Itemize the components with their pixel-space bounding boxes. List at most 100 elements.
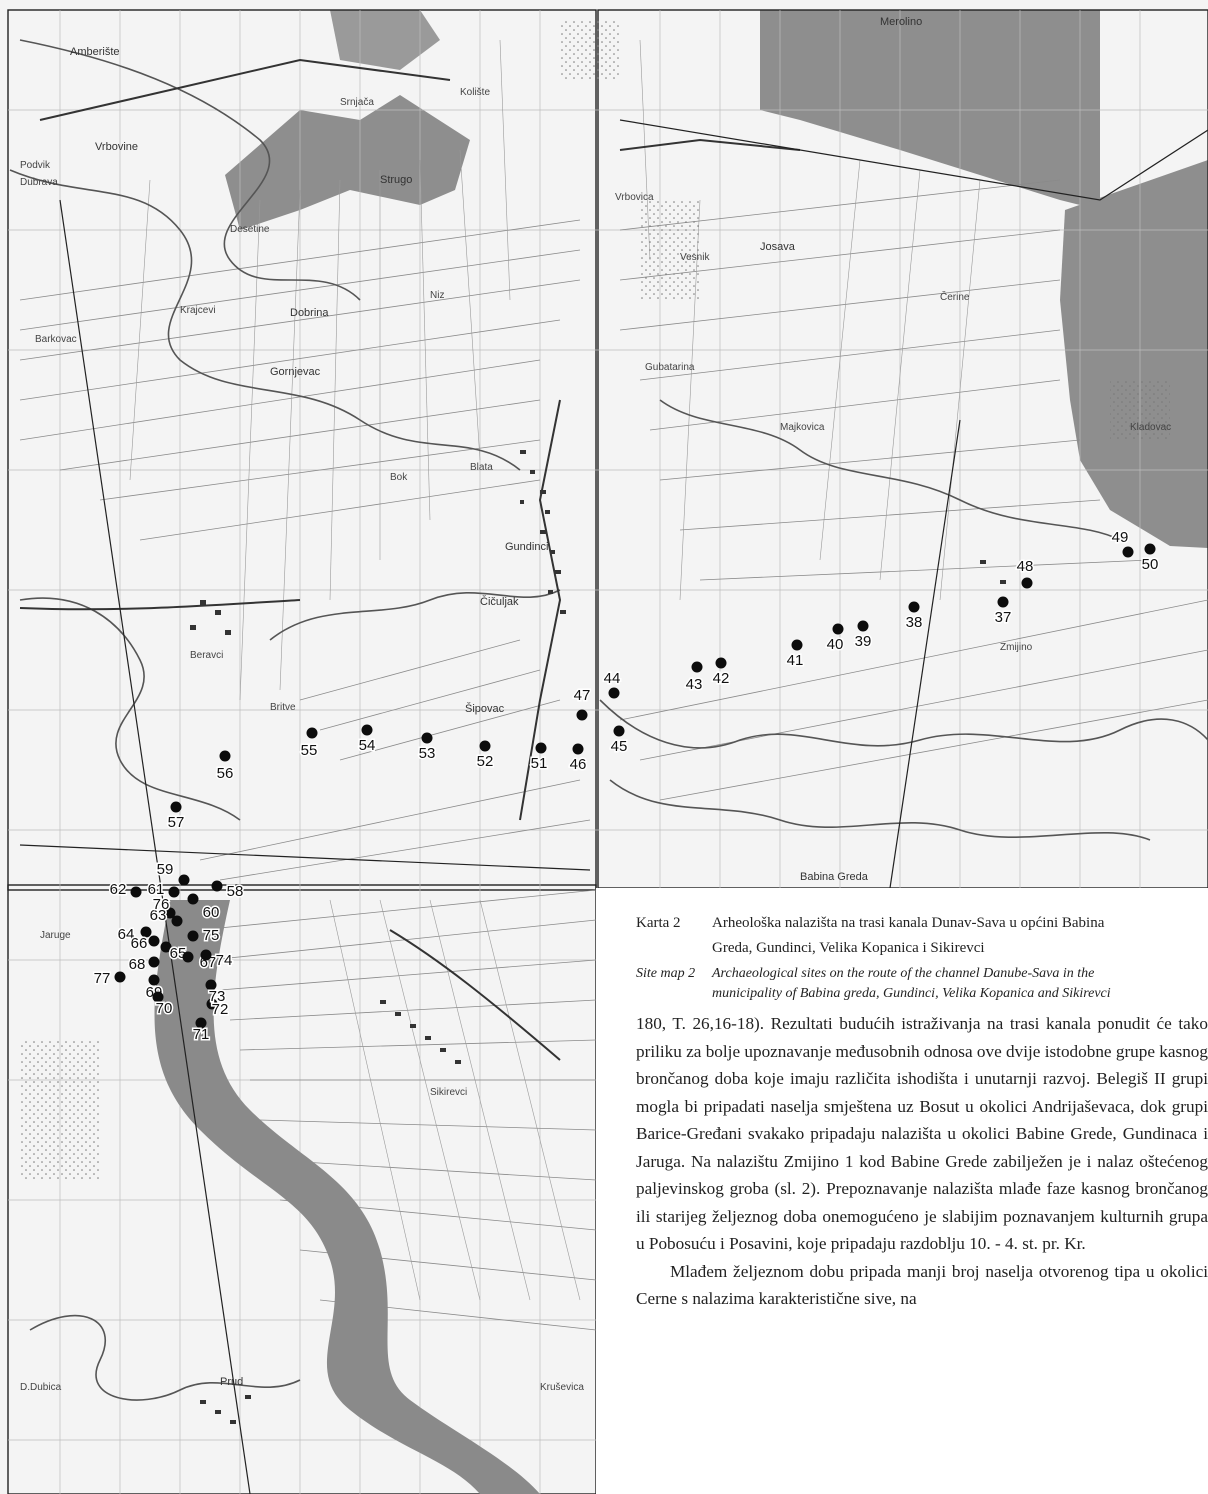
site-40-marker [832, 623, 844, 635]
caption-en-number: Site map 2 [636, 966, 696, 981]
place-label: Gubatarina [645, 362, 695, 373]
site-64-marker [140, 926, 152, 938]
site-47-label: 47 [574, 687, 591, 704]
site-75-label: 75 [203, 927, 220, 944]
caption-en-line1: Archaeological sites on the route of the… [712, 966, 1095, 981]
place-label: Dubrava [20, 177, 58, 188]
site-38-label: 38 [906, 614, 923, 631]
site-44-marker [608, 687, 620, 699]
site-64-label: 64 [118, 926, 135, 943]
site-58-label: 58 [227, 883, 244, 900]
site-48-marker [1021, 577, 1033, 589]
site-40-label: 40 [827, 636, 844, 653]
site-41-marker [791, 639, 803, 651]
site-68-marker [148, 956, 160, 968]
site-50-marker [1144, 543, 1156, 555]
place-label: Gornjevac [270, 366, 321, 378]
place-label: Desetine [230, 224, 270, 235]
site-56-label: 56 [217, 765, 234, 782]
caption-en-line2: municipality of Babina greda, Gundinci, … [712, 986, 1111, 1001]
paragraph-2: Mlađem željeznom dobu pripada manji broj… [636, 1261, 1208, 1309]
site-48-label: 48 [1017, 558, 1034, 575]
site-44-label: 44 [604, 670, 621, 687]
site-61-marker [168, 886, 180, 898]
caption-hr-line1: Arheološka nalazišta na trasi kanala Dun… [712, 915, 1105, 931]
site-52-label: 52 [477, 753, 494, 770]
place-label: Zmijino [1000, 642, 1033, 653]
place-label: Vrbovica [615, 192, 654, 203]
site-62-marker [130, 886, 142, 898]
site-68-label: 68 [129, 956, 146, 973]
site-46-label: 46 [570, 756, 587, 773]
site-38-marker [908, 601, 920, 613]
site-66-marker [148, 935, 160, 947]
marsh-areas [20, 20, 1170, 1180]
map-grid [8, 10, 1208, 1494]
place-label: Vrbovine [95, 141, 138, 153]
site-74-label: 74 [216, 952, 233, 969]
site-37-label: 37 [995, 609, 1012, 626]
place-label: Barkovac [35, 334, 77, 345]
site-53-label: 53 [419, 745, 436, 762]
place-label: Majkovica [780, 422, 825, 433]
site-59-marker [178, 874, 190, 886]
place-label: Kruševica [540, 1382, 584, 1393]
caption-panel [596, 888, 1208, 1494]
railways [19, 119, 1208, 1494]
place-label: Babina Greda [800, 871, 869, 883]
site-50-label: 50 [1142, 556, 1159, 573]
body-text: 180, T. 26,16-18). Rezultati budućih ist… [636, 1010, 1208, 1494]
site-60-marker [187, 893, 199, 905]
paragraph-1: 180, T. 26,16-18). Rezultati budućih ist… [636, 1014, 1208, 1253]
roads [19, 58, 801, 1061]
site-72-label: 72 [212, 1001, 229, 1018]
place-label: Britve [270, 702, 296, 713]
site-55-marker [306, 727, 318, 739]
place-label: Amberište [70, 46, 120, 58]
site-45-label: 45 [611, 738, 628, 755]
site-54-label: 54 [359, 737, 376, 754]
place-label: Gundinci [505, 541, 548, 553]
forest-area-northwest [330, 10, 440, 70]
site-72-marker [206, 998, 218, 1010]
streams [9, 39, 1208, 1401]
site-62-label: 62 [110, 881, 127, 898]
place-label: Strugo [380, 174, 412, 186]
caption-hr-line2: Greda, Gundinci, Velika Kopanica i Sikir… [712, 940, 985, 956]
site-51-marker [535, 742, 547, 754]
place-label: Prud [220, 1376, 243, 1388]
caption-hr-number: Karta 2 [636, 915, 681, 931]
site-63-label: 63 [150, 907, 167, 924]
site-42-marker [715, 657, 727, 669]
place-label: Dobrina [290, 307, 329, 319]
site-73-marker [205, 979, 217, 991]
place-label: Kolište [460, 87, 490, 98]
site-46-marker [572, 743, 584, 755]
site-69-marker [148, 974, 160, 986]
site-76-label: 76 [153, 896, 170, 913]
site-53-marker [421, 732, 433, 744]
site-75-marker [187, 930, 199, 942]
place-label: Srnjača [340, 97, 374, 108]
place-label: D.Dubica [20, 1382, 62, 1393]
site-55-label: 55 [301, 742, 318, 759]
site-markers: 3738394041424344454647484950515253545556… [92, 528, 1160, 1045]
site-66-label: 66 [131, 935, 148, 952]
site-60-label: 60 [203, 904, 220, 921]
site-70-label: 70 [156, 1000, 173, 1017]
site-61-label: 61 [148, 881, 165, 898]
place-label: Beravci [190, 650, 223, 661]
site-67-marker [182, 951, 194, 963]
site-58-marker [211, 880, 223, 892]
site-71-marker [195, 1017, 207, 1029]
site-73-label: 73 [209, 988, 226, 1005]
site-43-marker [691, 661, 703, 673]
forest-area-east [1060, 160, 1208, 548]
site-39-marker [857, 620, 869, 632]
site-39-label: 39 [855, 633, 872, 650]
site-45-marker [613, 725, 625, 737]
site-65-marker [160, 941, 172, 953]
site-43-label: 43 [686, 676, 703, 693]
place-label: Merolino [880, 16, 922, 28]
site-51-label: 51 [531, 755, 548, 772]
